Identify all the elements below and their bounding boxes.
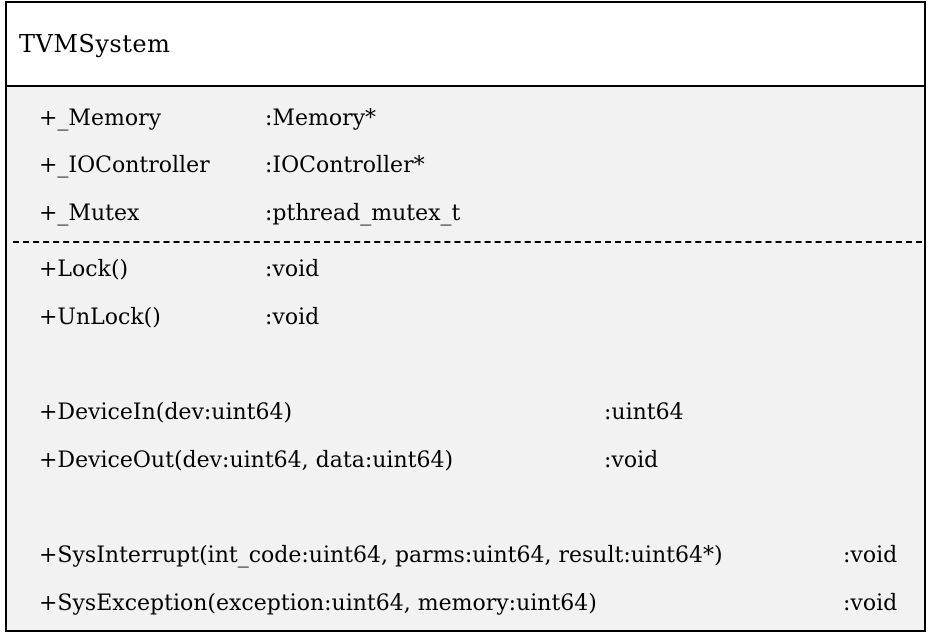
method-signature: +DeviceOut(dev:uint64, data:uint64) <box>39 448 454 473</box>
method-signature: +Lock() <box>39 257 129 282</box>
class-name-compartment: TVMSystem <box>7 3 924 87</box>
method-return-type: :uint64 <box>604 400 684 425</box>
members-compartment: +_Memory :Memory* +_IOController :IOCont… <box>7 87 924 630</box>
class-name: TVMSystem <box>19 30 171 58</box>
method-return-type: :void <box>265 257 320 282</box>
attribute-name: +_Mutex <box>39 201 140 226</box>
uml-class-box: TVMSystem +_Memory :Memory* +_IOControll… <box>5 1 926 632</box>
attribute-name: +_Memory <box>39 106 162 131</box>
attribute-method-separator <box>13 241 922 243</box>
method-signature: +DeviceIn(dev:uint64) <box>39 400 293 425</box>
method-return-type: :void <box>843 591 898 616</box>
method-signature: +SysInterrupt(int_code:uint64, parms:uin… <box>39 543 723 568</box>
method-signature: +SysException(exception:uint64, memory:u… <box>39 591 597 616</box>
method-return-type: :void <box>604 448 659 473</box>
attribute-name: +_IOController <box>39 153 210 178</box>
attribute-type: :pthread_mutex_t <box>265 201 461 226</box>
method-return-type: :void <box>265 305 320 330</box>
attribute-type: :Memory* <box>265 106 377 131</box>
method-return-type: :void <box>843 543 898 568</box>
attribute-type: :IOController* <box>265 153 425 178</box>
method-signature: +UnLock() <box>39 305 161 330</box>
